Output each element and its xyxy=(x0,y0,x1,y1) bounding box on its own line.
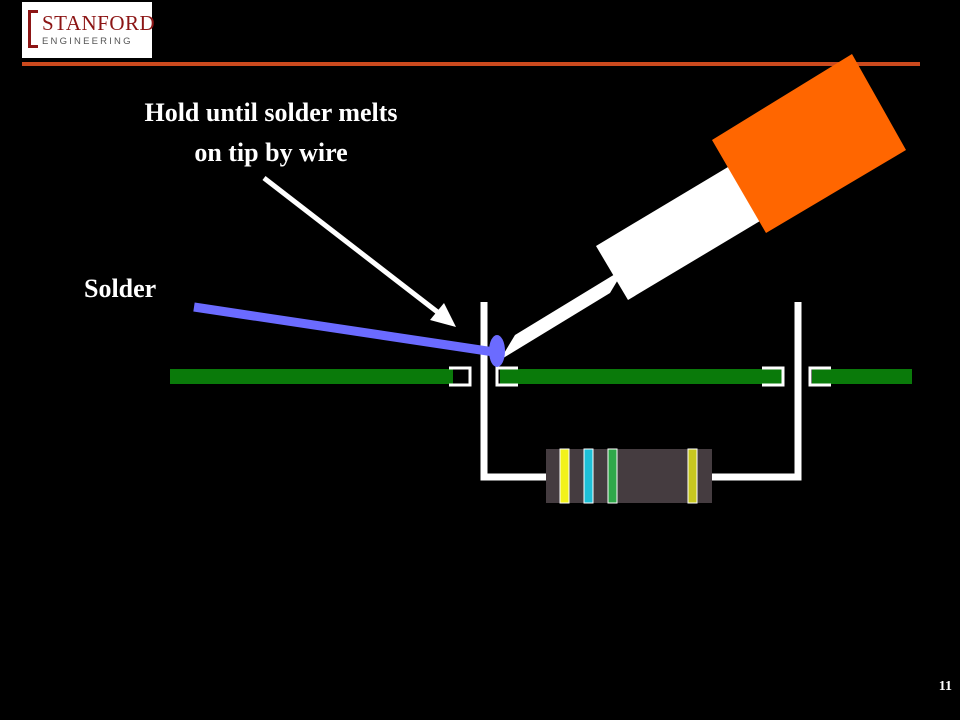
iron-tip xyxy=(500,268,625,360)
callout-arrowhead xyxy=(430,303,456,327)
solder-wire xyxy=(193,302,495,357)
resistor-band-1 xyxy=(559,448,570,504)
stanford-engineering-logo: STANFORD ENGINEERING xyxy=(22,2,156,58)
resistor-lead-left xyxy=(480,302,546,481)
resistor-body xyxy=(546,449,712,503)
header-rule xyxy=(22,62,920,66)
callout-line-1: Hold until solder melts xyxy=(144,98,398,127)
pad-bracket-right-b xyxy=(808,366,831,387)
iron-shaft xyxy=(596,167,760,300)
logo-bracket-mark xyxy=(28,10,38,48)
iron-handle xyxy=(712,54,906,233)
pad-bracket-left-a xyxy=(449,366,472,387)
resistor-lead-right xyxy=(712,302,802,481)
page-number: 11 xyxy=(938,679,952,694)
solder-blob xyxy=(489,335,505,367)
pad-bracket-left-b xyxy=(495,366,518,387)
wire-left-segment xyxy=(170,369,453,384)
resistor-band-3 xyxy=(607,448,618,504)
logo-wordmark: STANFORD xyxy=(42,11,156,35)
pad-bracket-right-a xyxy=(762,366,785,387)
wire-middle-segment xyxy=(500,369,783,384)
callout-line-2: on tip by wire xyxy=(194,138,348,167)
logo-subline: ENGINEERING xyxy=(42,36,133,47)
wire-right-segment xyxy=(812,369,912,384)
callout-arrow-line xyxy=(262,176,442,316)
solder-label: Solder xyxy=(84,274,157,303)
resistor-band-2 xyxy=(583,448,594,504)
resistor-band-4 xyxy=(687,448,698,504)
